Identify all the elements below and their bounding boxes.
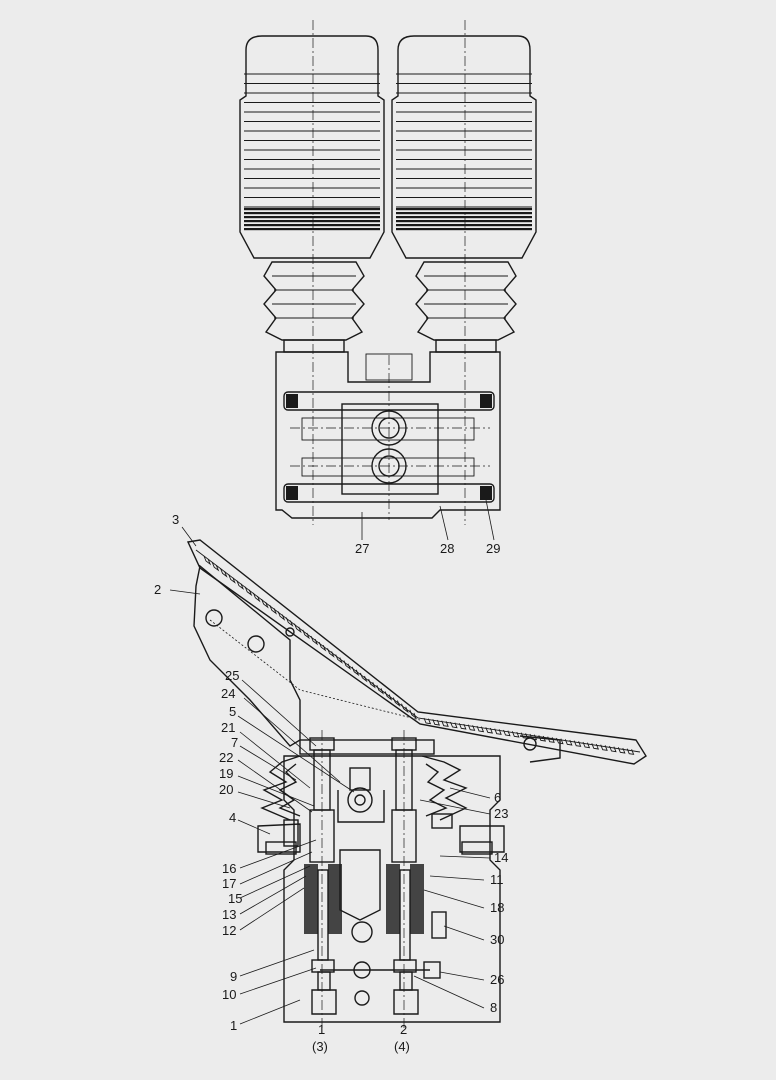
port-label-2: 2: [400, 1022, 407, 1037]
callout-13: 13: [222, 907, 236, 922]
port-label-1-alt: (3): [312, 1039, 328, 1054]
bellows-section-right: [421, 755, 468, 821]
callout-23: 23: [494, 806, 508, 821]
callout-16: 16: [222, 861, 236, 876]
callout-27: 27: [355, 541, 369, 556]
callout-25: 25: [225, 668, 239, 683]
callout-14: 14: [494, 850, 508, 865]
callout-20: 20: [219, 782, 233, 797]
top-view: [239, 20, 537, 525]
right-pedal-grip: [391, 20, 537, 525]
callout-labels: 27 28 29 3 2 25 24 5 21 7 22 19 20 4 16 …: [154, 512, 508, 1054]
pedal-cover: [186, 539, 647, 765]
callout-10: 10: [222, 987, 236, 1002]
bellows-top-left: [263, 261, 365, 353]
callout-9: 9: [230, 969, 237, 984]
valve-body-section: [257, 730, 505, 1030]
callout-17: 17: [222, 876, 236, 891]
callout-21: 21: [221, 720, 235, 735]
port-label-1: 1: [318, 1022, 325, 1037]
callout-8: 8: [490, 1000, 497, 1015]
callout-4: 4: [229, 810, 236, 825]
callout-3: 3: [172, 512, 179, 527]
callout-24: 24: [221, 686, 235, 701]
callout-15: 15: [228, 891, 242, 906]
left-pedal-grip: [239, 20, 385, 525]
callout-12: 12: [222, 923, 236, 938]
leader-lines: [169, 499, 495, 1025]
port-label-2-alt: (4): [394, 1039, 410, 1054]
callout-18: 18: [490, 900, 504, 915]
callout-22: 22: [219, 750, 233, 765]
callout-11: 11: [490, 872, 504, 887]
callout-5: 5: [229, 704, 236, 719]
callout-26: 26: [490, 972, 504, 987]
callout-30: 30: [490, 932, 504, 947]
callout-7: 7: [231, 735, 238, 750]
callout-2: 2: [154, 582, 161, 597]
section-view: [186, 539, 647, 1030]
valve-body-top-view: [275, 351, 501, 520]
callout-1: 1: [230, 1018, 237, 1033]
bellows-top-right: [415, 261, 517, 353]
callout-29: 29: [486, 541, 500, 556]
callout-28: 28: [440, 541, 454, 556]
callout-6: 6: [494, 790, 501, 805]
callout-19: 19: [219, 766, 233, 781]
pedal-bracket: [193, 564, 561, 763]
